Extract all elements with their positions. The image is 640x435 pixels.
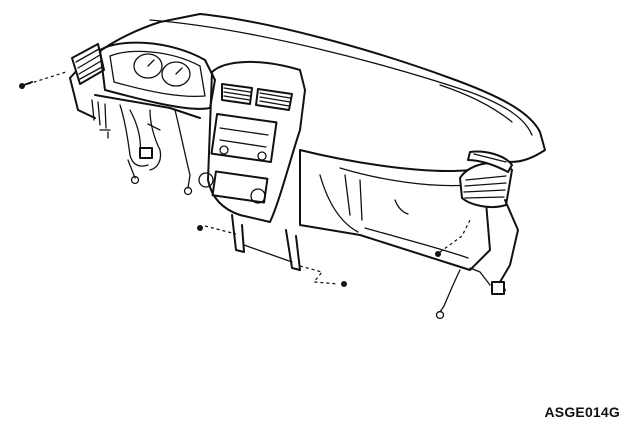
bracket-clip <box>491 281 505 295</box>
climate-knob-left <box>198 172 214 188</box>
right-lower-fasteners <box>435 219 471 320</box>
harness-connector-right <box>435 310 445 320</box>
climate-knob-right <box>250 188 266 204</box>
figure-code-label: ASGE014G <box>544 404 620 420</box>
harness-connector-left <box>130 175 140 185</box>
wiring-harness <box>91 94 201 196</box>
climate-control-panel <box>211 170 269 204</box>
center-console <box>198 61 306 223</box>
lower-dash-panel <box>299 149 491 271</box>
audio-unit <box>210 113 278 163</box>
harness-connector-box <box>139 147 153 159</box>
dashboard-outline <box>69 13 546 163</box>
instrument-cluster <box>99 41 216 110</box>
harness-connector-center <box>183 186 193 196</box>
left-air-vent <box>71 43 105 85</box>
right-side-bracket <box>469 199 519 295</box>
center-lower-bracket <box>197 214 347 287</box>
left-mounting-bolt <box>19 71 67 89</box>
right-air-vent <box>459 150 513 208</box>
